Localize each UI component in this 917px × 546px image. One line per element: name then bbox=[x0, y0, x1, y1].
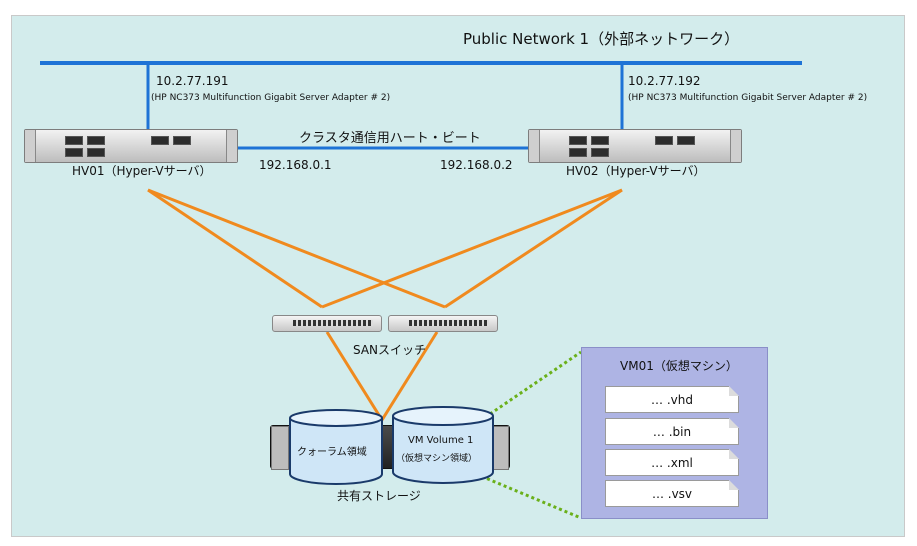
vm-volume-label-2: （仮想マシン領域） bbox=[396, 454, 478, 464]
vm01-title: VM01（仮想マシン） bbox=[620, 359, 738, 373]
hv01-adapter-label: (HP NC373 Multifunction Gigabit Server A… bbox=[151, 93, 391, 103]
hv02-server-image bbox=[528, 129, 742, 163]
public-network-label: Public Network 1（外部ネットワーク） bbox=[463, 30, 740, 48]
vm-file-item: … .bin bbox=[605, 418, 739, 445]
san-switch-1 bbox=[272, 315, 382, 332]
san-switch-label: SANスイッチ bbox=[353, 343, 427, 357]
vm-volume-cylinder bbox=[392, 406, 494, 484]
vm-file-item: … .xml bbox=[605, 449, 739, 476]
hv02-ip-label: 10.2.77.192 bbox=[628, 74, 701, 88]
vm-file-item: … .vhd bbox=[605, 386, 739, 413]
vm01-panel: VM01（仮想マシン） … .vhd … .bin … .xml … .vsv bbox=[581, 347, 768, 519]
hv01-server-image bbox=[24, 129, 238, 163]
shared-storage-label: 共有ストレージ bbox=[337, 489, 421, 503]
quorum-cylinder bbox=[289, 409, 383, 485]
hv01-heartbeat-ip: 192.168.0.1 bbox=[259, 158, 332, 172]
vm-file-item: … .vsv bbox=[605, 480, 739, 507]
vm-volume-label-1: VM Volume 1 bbox=[408, 435, 474, 446]
vm-links bbox=[475, 350, 582, 520]
hv02-adapter-label: (HP NC373 Multifunction Gigabit Server A… bbox=[628, 93, 868, 103]
hv02-name-label: HV02（Hyper-Vサーバ） bbox=[566, 164, 706, 178]
hv01-ip-label: 10.2.77.191 bbox=[156, 74, 229, 88]
hv01-name-label: HV01（Hyper-Vサーバ） bbox=[72, 164, 212, 178]
san-switch-2 bbox=[388, 315, 498, 332]
hv02-heartbeat-ip: 192.168.0.2 bbox=[440, 158, 513, 172]
fc-links bbox=[147, 188, 623, 421]
heartbeat-label: クラスタ通信用ハート・ビート bbox=[299, 131, 481, 146]
quorum-label: クォーラム領域 bbox=[297, 447, 367, 458]
